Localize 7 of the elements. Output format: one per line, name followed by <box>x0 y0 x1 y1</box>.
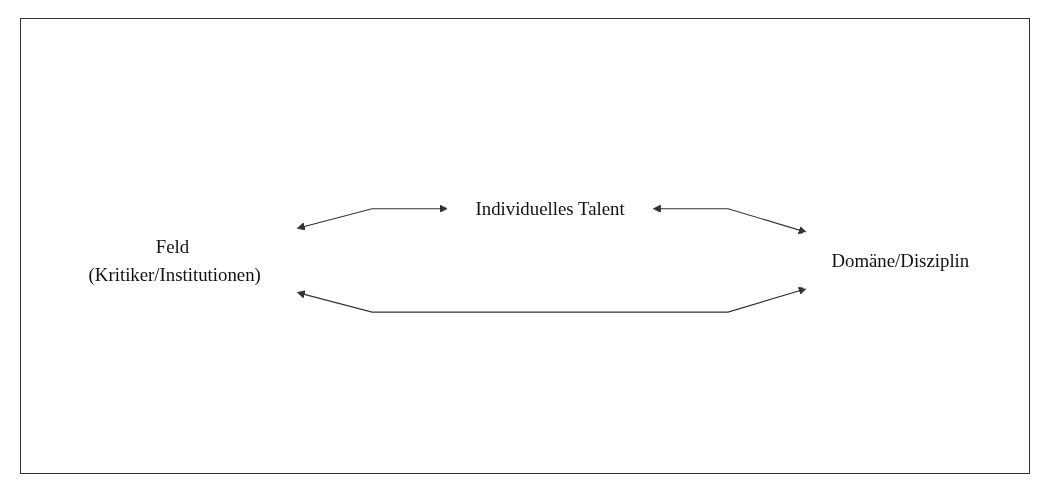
arrow <box>296 286 807 313</box>
node-text: Domäne/Disziplin <box>831 249 970 271</box>
node-text: Individuelles Talent <box>475 198 625 219</box>
node-text: Feld (Kritiker/Institutionen) <box>88 235 261 285</box>
arrow <box>296 204 448 231</box>
arrow <box>652 204 807 234</box>
frame-border: Individuelles Talent Feld (Kritiker/Institutionen) Domäne/Disziplin <box>20 18 1030 474</box>
